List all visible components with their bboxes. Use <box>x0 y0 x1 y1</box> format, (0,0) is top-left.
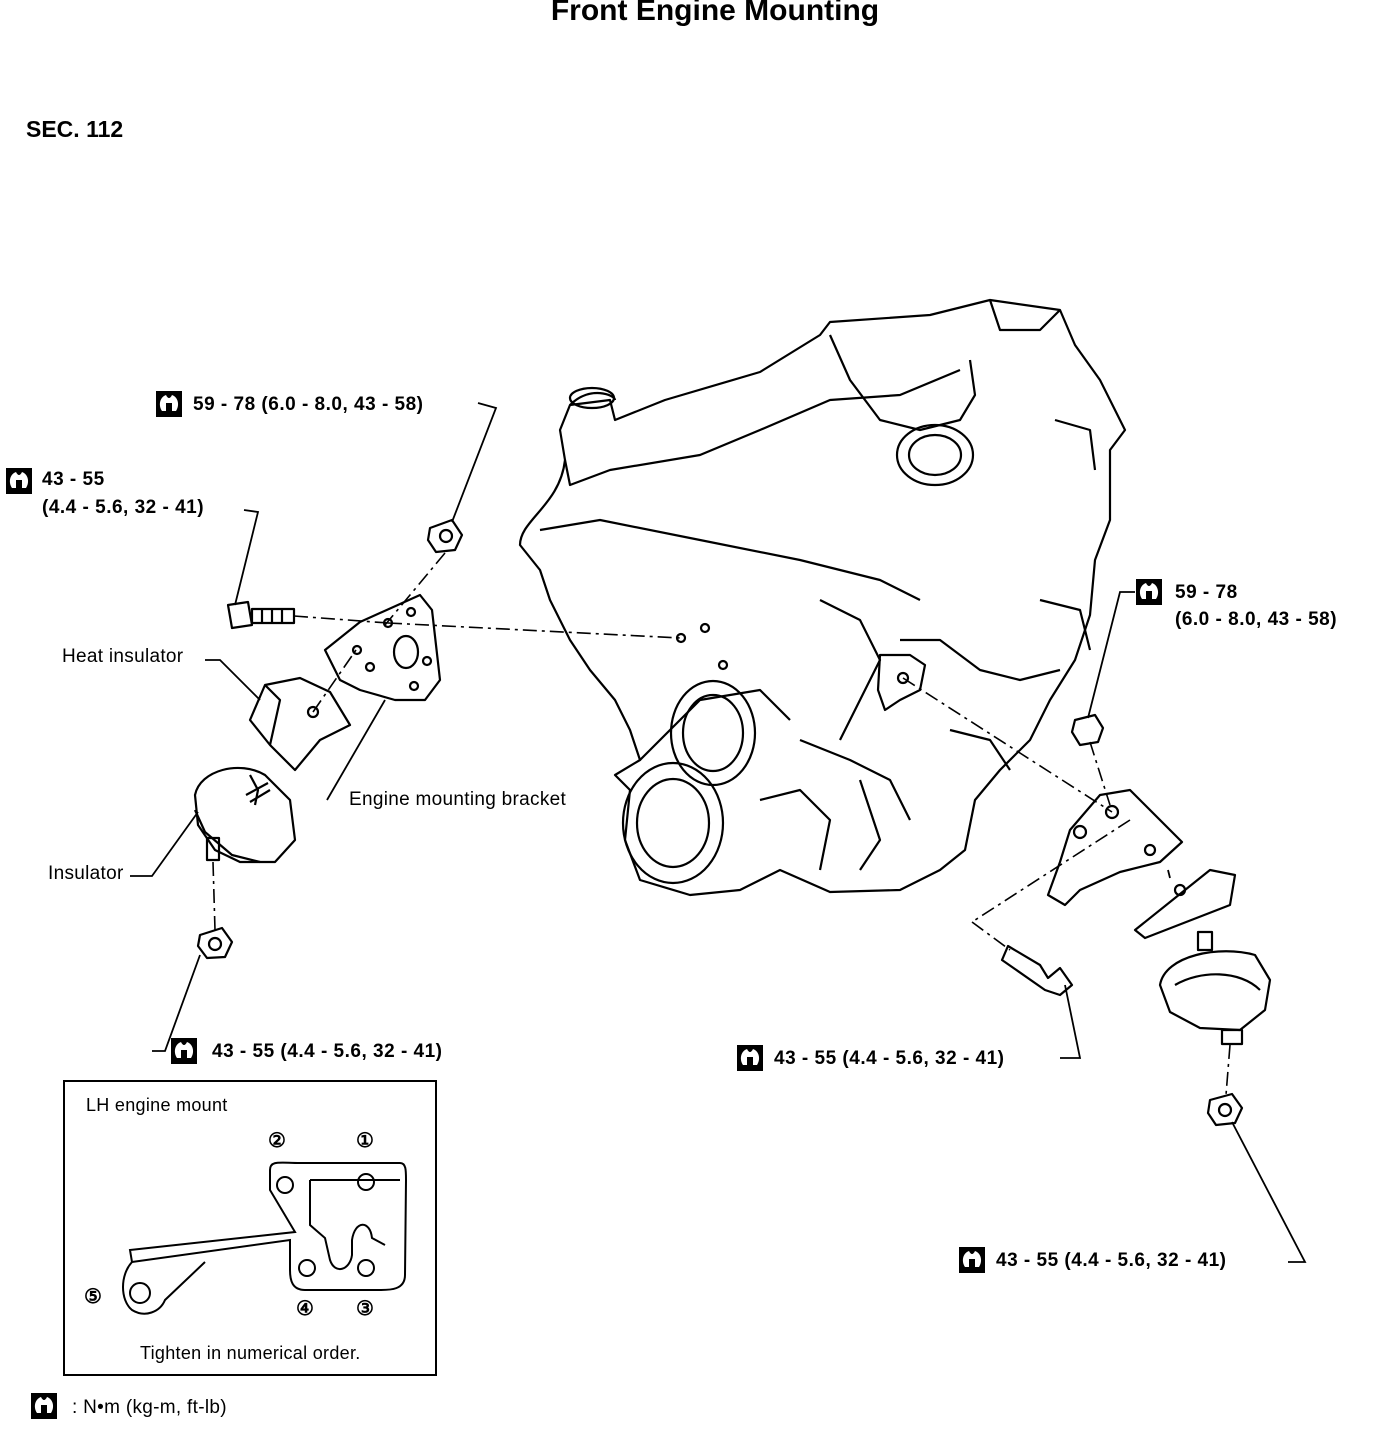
torque-wrench-icon <box>1136 579 1162 605</box>
torque-wrench-icon <box>31 1393 57 1419</box>
torque-right-bolt: 43 - 55 (4.4 - 5.6, 32 - 41) <box>774 1048 1005 1069</box>
leader-lines <box>130 402 1307 1263</box>
engine-block <box>518 298 1127 897</box>
torque-left-bolt-line1: 43 - 55 <box>42 469 105 490</box>
tighten-order-5: ⑤ <box>84 1286 102 1308</box>
centerlines <box>212 552 1231 1096</box>
inset-lh-engine-mount <box>63 1080 437 1376</box>
tighten-order-1: ① <box>356 1130 374 1152</box>
tighten-order-4: ④ <box>296 1298 314 1320</box>
torque-right-bottom-nut: 43 - 55 (4.4 - 5.6, 32 - 41) <box>996 1250 1227 1271</box>
section-number: SEC. 112 <box>26 116 124 142</box>
label-engine-mounting-bracket: Engine mounting bracket <box>349 789 567 810</box>
left-mount-parts <box>193 518 464 960</box>
torque-wrench-icon <box>6 468 32 494</box>
tighten-order-2: ② <box>268 1130 286 1152</box>
right-mount-parts <box>1000 713 1272 1127</box>
label-heat-insulator: Heat insulator <box>62 646 184 667</box>
torque-left-top-nut: 59 - 78 (6.0 - 8.0, 43 - 58) <box>193 394 424 415</box>
torque-left-bottom-nut: 43 - 55 (4.4 - 5.6, 32 - 41) <box>212 1041 443 1062</box>
torque-right-nut-line1: 59 - 78 <box>1175 582 1238 603</box>
torque-wrench-icon <box>959 1247 985 1273</box>
torque-wrench-icon <box>737 1045 763 1071</box>
torque-left-bolt-line2: (4.4 - 5.6, 32 - 41) <box>42 497 205 518</box>
torque-right-nut-line2: (6.0 - 8.0, 43 - 58) <box>1175 609 1338 630</box>
tighten-order-3: ③ <box>356 1298 374 1320</box>
torque-wrench-icon <box>171 1038 197 1064</box>
inset-title: LH engine mount <box>86 1095 228 1115</box>
torque-units-legend: : N•m (kg-m, ft-lb) <box>72 1397 227 1418</box>
label-insulator: Insulator <box>48 863 124 884</box>
inset-caption: Tighten in numerical order. <box>140 1343 361 1363</box>
torque-wrench-icon <box>156 391 182 417</box>
page-title: Front Engine Mounting <box>550 0 880 27</box>
